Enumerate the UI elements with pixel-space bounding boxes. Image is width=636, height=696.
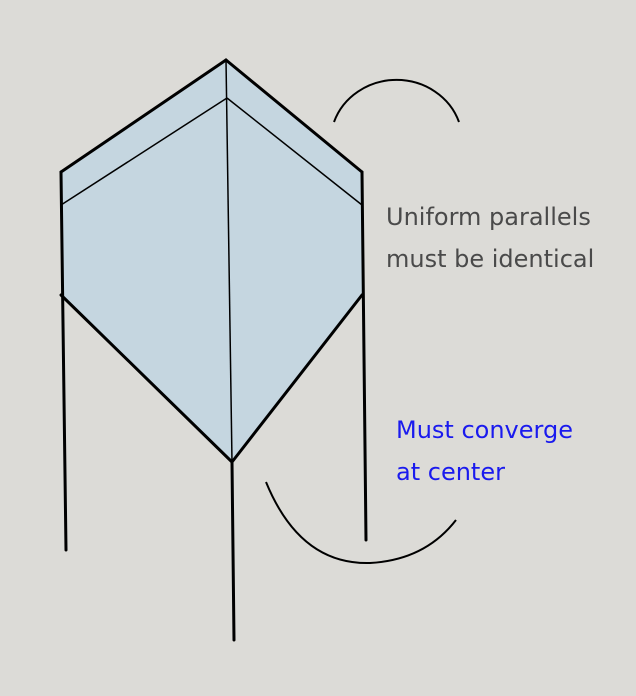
right-leg <box>360 170 368 542</box>
right-face <box>226 60 362 462</box>
parallels-annotation-line2: must be identical <box>386 245 595 273</box>
parallels-annotation: Uniform parallels must be identical <box>386 196 594 280</box>
converge-annotation-line2: at center <box>396 458 505 486</box>
right-parallel-line <box>226 97 363 206</box>
converge-annotation-line1: Must converge <box>396 416 573 444</box>
center-ridge-line <box>225 59 233 463</box>
center-leg <box>230 460 236 642</box>
bottom-right-edge <box>230 293 364 464</box>
converge-annotation: Must converge at center <box>396 409 573 493</box>
left-face <box>61 60 232 462</box>
top-left-edge <box>59 58 228 174</box>
parallels-arc <box>333 78 460 123</box>
converge-arc <box>265 481 457 565</box>
left-parallel-line <box>60 97 228 206</box>
left-leg <box>59 170 68 552</box>
bottom-left-edge <box>59 293 234 464</box>
parallels-annotation-line1: Uniform parallels <box>386 203 591 231</box>
top-right-edge <box>224 58 364 174</box>
